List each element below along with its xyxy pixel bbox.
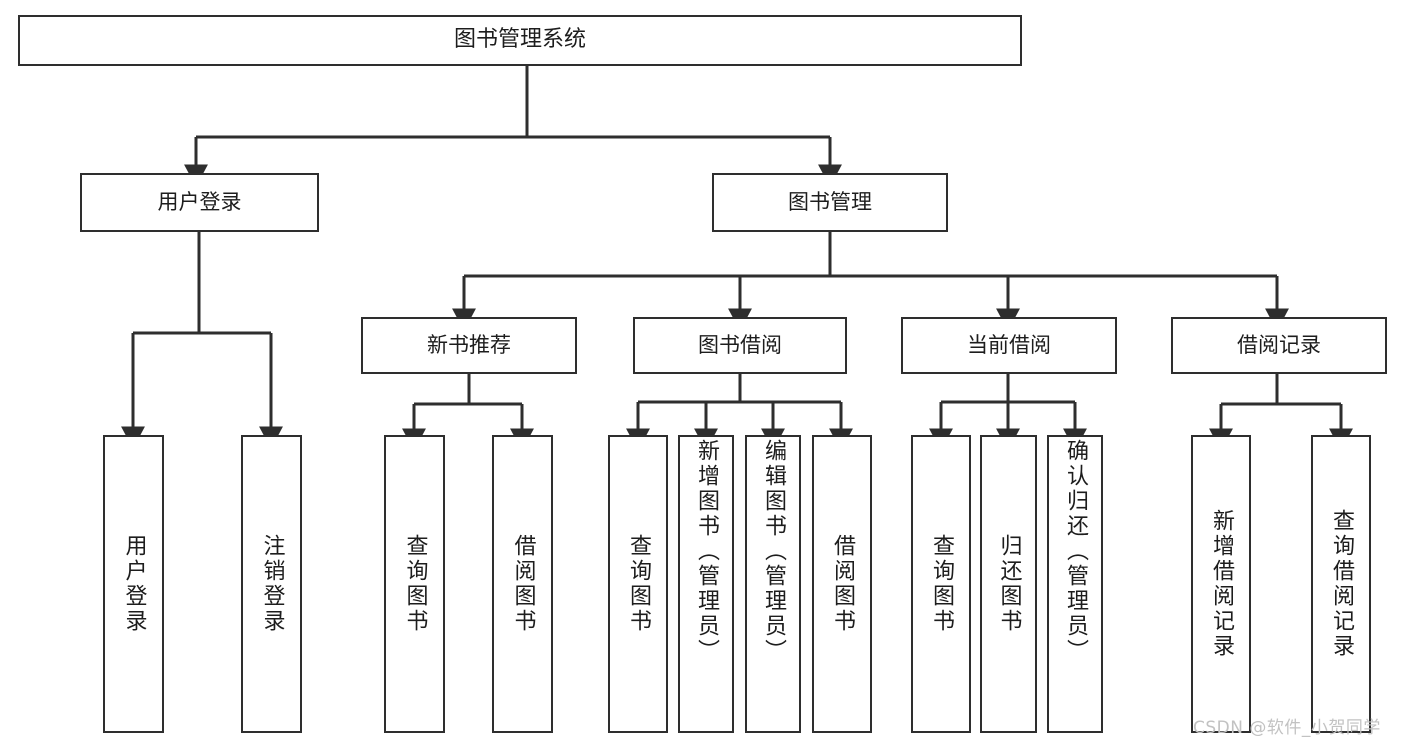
node-root[interactable]: 图书管理系统	[18, 15, 1022, 66]
node-leaf-return-book-label: 归还图书	[996, 534, 1022, 634]
node-leaf-user-login-label: 用户登录	[121, 534, 147, 634]
node-user-login-label: 用户登录	[157, 189, 242, 214]
node-leaf-query-book-2-label: 查询图书	[626, 534, 651, 634]
node-leaf-borrow-book-2[interactable]: 借阅图书	[812, 435, 872, 733]
node-user-login[interactable]: 用户登录	[80, 173, 319, 232]
node-current-borrow[interactable]: 当前借阅	[901, 317, 1117, 374]
node-leaf-add-record-label: 新增借阅记录	[1209, 509, 1234, 659]
node-leaf-add-record[interactable]: 新增借阅记录	[1191, 435, 1251, 733]
node-root-label: 图书管理系统	[453, 27, 586, 53]
node-leaf-logout-label: 注销登录	[259, 534, 285, 634]
node-leaf-confirm-return-admin[interactable]: 确认归还（管理员）	[1047, 435, 1103, 733]
node-leaf-add-book-admin[interactable]: 新增图书（管理员）	[678, 435, 734, 733]
node-leaf-query-book-3-label: 查询图书	[929, 534, 954, 634]
node-leaf-query-book-3[interactable]: 查询图书	[911, 435, 971, 733]
node-borrow-record[interactable]: 借阅记录	[1171, 317, 1387, 374]
node-leaf-query-book-2[interactable]: 查询图书	[608, 435, 668, 733]
node-leaf-confirm-return-admin-label: 确认归还（管理员）	[1063, 439, 1088, 664]
node-new-book-recommend-label: 新书推荐	[427, 332, 511, 357]
node-leaf-add-book-admin-label: 新增图书（管理员）	[694, 439, 719, 664]
node-leaf-logout[interactable]: 注销登录	[241, 435, 302, 733]
node-leaf-query-book-1-label: 查询图书	[402, 534, 428, 634]
node-leaf-borrow-book-1[interactable]: 借阅图书	[492, 435, 553, 733]
node-current-borrow-label: 当前借阅	[967, 332, 1051, 357]
node-new-book-recommend[interactable]: 新书推荐	[361, 317, 577, 374]
node-leaf-query-record[interactable]: 查询借阅记录	[1311, 435, 1371, 733]
node-leaf-borrow-book-2-label: 借阅图书	[830, 534, 855, 634]
node-book-manage-label: 图书管理	[788, 189, 872, 214]
node-book-manage[interactable]: 图书管理	[712, 173, 948, 232]
node-book-borrow-label: 图书借阅	[698, 332, 782, 357]
node-book-borrow[interactable]: 图书借阅	[633, 317, 847, 374]
node-leaf-edit-book-admin[interactable]: 编辑图书（管理员）	[745, 435, 801, 733]
node-leaf-user-login[interactable]: 用户登录	[103, 435, 164, 733]
node-leaf-query-book-1[interactable]: 查询图书	[384, 435, 445, 733]
node-leaf-return-book[interactable]: 归还图书	[980, 435, 1037, 733]
csdn-watermark: CSDN @软件_小贺同学	[1193, 718, 1381, 738]
node-borrow-record-label: 借阅记录	[1237, 332, 1321, 357]
node-leaf-query-record-label: 查询借阅记录	[1329, 509, 1354, 659]
node-leaf-edit-book-admin-label: 编辑图书（管理员）	[761, 439, 786, 664]
node-leaf-borrow-book-1-label: 借阅图书	[510, 534, 536, 634]
